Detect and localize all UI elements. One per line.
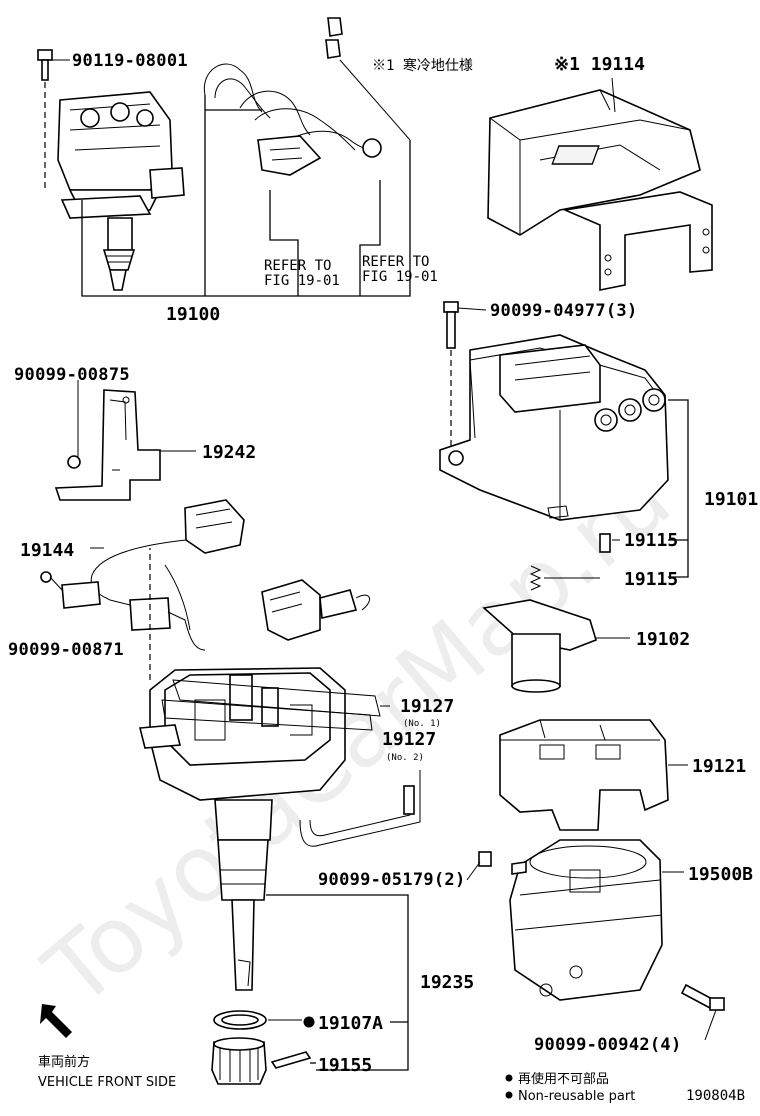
bracket-drawing: [54, 380, 196, 501]
part-label-90119-08001: 90119-08001: [72, 51, 188, 71]
part-label-19144: 19144: [20, 540, 74, 561]
part-label-19500b: 19500B: [688, 864, 753, 885]
part-label-19102: 19102: [636, 629, 690, 650]
wire-harness-drawing: [40, 499, 245, 651]
figure-code-label: 190804B: [686, 1088, 745, 1104]
part-label-19242: 19242: [202, 442, 256, 463]
part-label-19100: 19100: [166, 304, 220, 325]
leader-lines: [266, 705, 481, 1071]
refer-label-2b: FIG 19-01: [362, 269, 438, 285]
plug-drawing: [478, 851, 492, 867]
legend-dot-icon: [505, 1074, 513, 1082]
vehicle-front-label-jp: 車両前方: [38, 1054, 90, 1070]
part-label-90099-00942: 90099-00942(4): [534, 1035, 682, 1055]
part-label-19155: 19155: [318, 1055, 372, 1076]
part-label-19235: 19235: [420, 972, 474, 993]
part-label-19114: ※1 19114: [554, 54, 645, 75]
part-sub-label-no2: (No. 2): [386, 753, 424, 763]
part-label-19107a: 19107A: [318, 1013, 383, 1034]
distributor-assembly-drawing: [37, 49, 411, 297]
rotor-drawing: [482, 599, 630, 693]
refer-label-1a: REFER TO: [264, 258, 331, 274]
part-label-90099-00875: 90099-00875: [14, 365, 130, 385]
distributor-cap-drawing: [439, 301, 689, 591]
legend-dot-icon: [505, 1091, 513, 1099]
driven-gear-drawing: [211, 1037, 312, 1085]
part-sub-label-no1: (No. 1): [403, 719, 441, 729]
distributor-housing-b-drawing: [509, 839, 725, 1041]
o-ring-drawing: [213, 1010, 267, 1030]
part-label-90099-04977: 90099-04977(3): [490, 301, 638, 321]
part-label-90099-05179: 90099-05179(2): [318, 870, 466, 890]
part-label-90099-00871: 90099-00871: [8, 640, 124, 660]
part-label-19101: 19101: [704, 489, 758, 510]
refer-label-2a: REFER TO: [362, 254, 429, 270]
vehicle-front-arrow-icon: [40, 1004, 72, 1038]
dust-proof-cover-drawing: [499, 719, 688, 831]
vehicle-front-label-en: VEHICLE FRONT SIDE: [38, 1075, 176, 1090]
connector-drawing: [261, 579, 370, 641]
part-label-19121: 19121: [692, 756, 746, 777]
refer-label-1b: FIG 19-01: [264, 273, 340, 289]
part-label-19115-a: 19115: [624, 530, 678, 551]
high-tension-cord-set-drawing: [203, 17, 411, 280]
part-label-19115-b: 19115: [624, 569, 678, 590]
legend-label-en: Non-reusable part: [518, 1089, 635, 1104]
distributor-housing-drawing: [138, 548, 421, 991]
part-label-19127-no2: 19127: [382, 729, 436, 750]
part-label-19127-no1: 19127: [400, 696, 454, 717]
cold-region-spec-label: ※1 寒冷地仕様: [372, 57, 473, 74]
non-reusable-marker-icon: [303, 1016, 315, 1028]
legend-label-jp: 再使用不可部品: [518, 1071, 609, 1087]
distributor-cover-drawing: [487, 77, 713, 291]
